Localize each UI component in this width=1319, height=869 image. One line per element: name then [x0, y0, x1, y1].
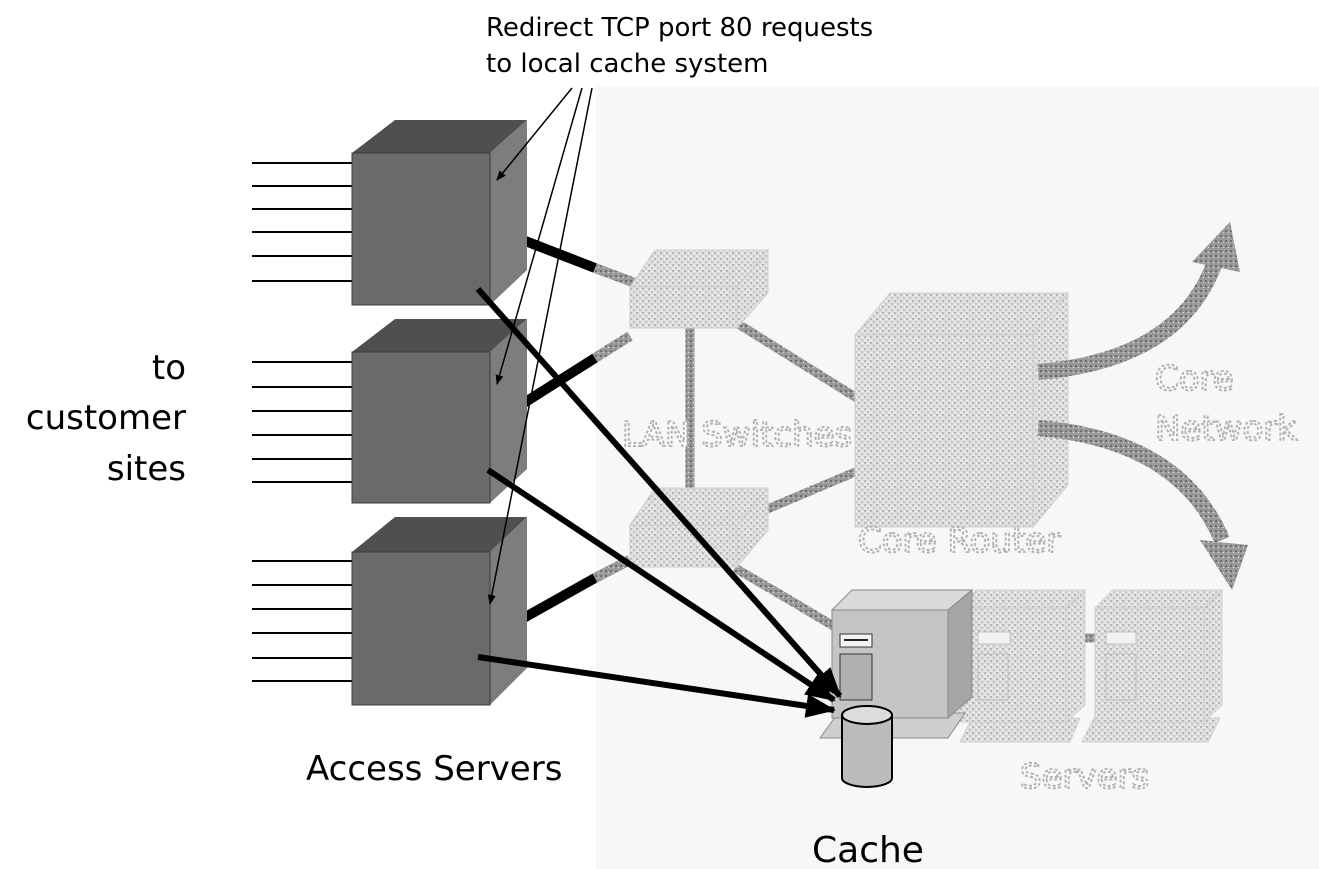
customer-sites-line-3: sites: [107, 449, 186, 489]
link-as2-switch1-grainy: [592, 331, 633, 363]
access-server-1: [351, 120, 527, 306]
customer-lines: [252, 162, 352, 682]
access-servers-label: Access Servers: [306, 749, 562, 789]
cache-server-panel: [839, 653, 873, 701]
core-router-label: Core Router: [858, 521, 1060, 561]
link-switch2-cache: [732, 564, 843, 634]
server-1: [956, 588, 1087, 743]
customer-sites-label: to customer sites: [26, 348, 186, 489]
link-switch2-router: [763, 465, 862, 515]
core-network-line-2: Network: [1155, 409, 1297, 449]
customer-sites-line-2: customer: [26, 398, 186, 438]
redirect-arrow-as2: [486, 467, 836, 703]
core-network-arrow-down: [1037, 420, 1230, 544]
core-network-arrow-up: [1037, 259, 1223, 380]
access-server-2: [351, 319, 527, 504]
annotation-line-2: to local cache system: [486, 49, 768, 79]
access-server-3: [351, 517, 527, 706]
core-network-label: Core Network: [1154, 358, 1298, 450]
core-network-line-1: Core: [1155, 359, 1234, 399]
lan-switch-2: [629, 486, 770, 569]
server-2: [1081, 588, 1224, 743]
redirect-arrow-as3: [477, 654, 836, 718]
customer-sites-line-1: to: [152, 348, 186, 388]
cache-disk-icon: [841, 705, 893, 788]
cache-label: Cache: [812, 830, 924, 869]
core-network-arrowhead-up: [1192, 222, 1240, 272]
core-router: [853, 291, 1070, 529]
annotation-line-1: Redirect TCP port 80 requests: [486, 13, 873, 43]
annotation-arrows: [487, 87, 593, 605]
lan-links: [685, 318, 1100, 643]
lan-switches-label: LAN Switches: [622, 415, 852, 455]
core-network-arrows: [1037, 222, 1248, 590]
servers-label: Servers: [1020, 757, 1149, 797]
link-as1-switch1-grainy: [593, 263, 637, 288]
core-network-arrowhead-down: [1200, 540, 1248, 590]
lan-switch-1: [629, 248, 770, 330]
cache-server: [819, 588, 974, 739]
link-switch1-router: [732, 318, 863, 404]
